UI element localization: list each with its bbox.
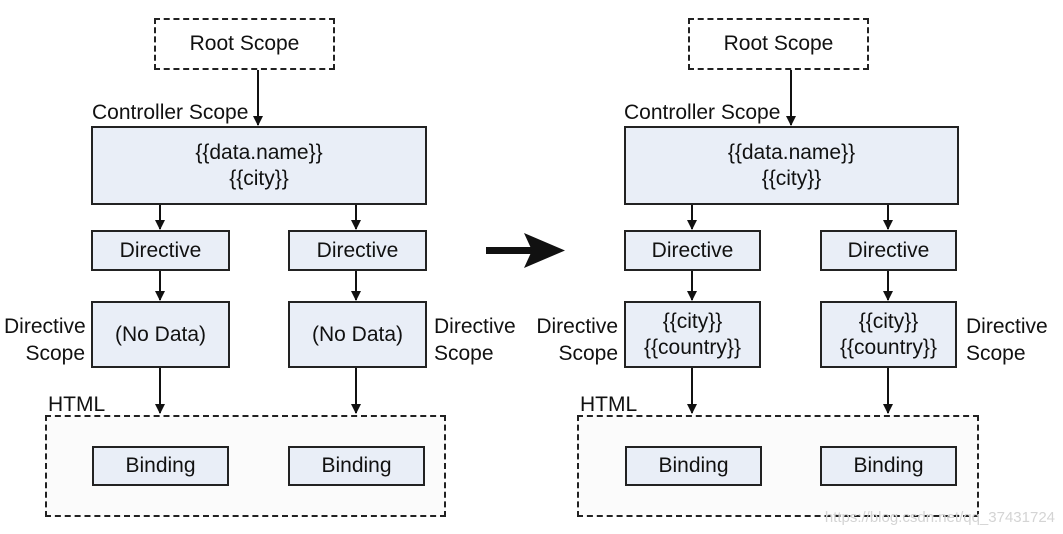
root-scope-label: Root Scope <box>189 32 300 55</box>
directive-scope-data: (No Data) <box>311 322 404 346</box>
transition-arrow <box>486 233 565 268</box>
directive-label: Directive <box>847 238 930 262</box>
root-scope-box: Root Scope <box>688 18 869 70</box>
directive-scope-box: (No Data) <box>91 301 230 368</box>
binding-label: Binding <box>853 454 924 477</box>
controller-scope-box: {{data.name}} {{city}} <box>624 126 959 205</box>
binding-label: Binding <box>321 454 392 477</box>
directive-box: Directive <box>91 230 230 271</box>
root-scope-label: Root Scope <box>723 32 834 55</box>
controller-scope-label: Controller Scope <box>92 101 249 124</box>
directive-scope-label: Directive Scope <box>966 315 1048 365</box>
controller-scope-box: {{data.name}} {{city}} <box>91 126 427 205</box>
html-label: HTML <box>580 393 638 416</box>
directive-scope-label: Directive Scope <box>434 315 516 365</box>
directive-box: Directive <box>288 230 427 271</box>
binding-box: Binding <box>92 446 229 486</box>
directive-scope-box: {{city}} {{country}} <box>820 301 957 368</box>
directive-scope-data: (No Data) <box>114 322 207 346</box>
controller-line: {{city}} <box>229 166 289 190</box>
html-label: HTML <box>48 393 106 416</box>
controller-scope-label: Controller Scope <box>624 101 781 124</box>
directive-box: Directive <box>624 230 761 271</box>
binding-label: Binding <box>658 454 729 477</box>
watermark-text: https://blog.csdn.net/qq_37431724 <box>824 509 1055 526</box>
directive-label: Directive <box>119 238 202 262</box>
directive-scope-box: (No Data) <box>288 301 427 368</box>
directive-scope-data: {{city}} <box>662 309 723 333</box>
directive-scope-label: Directive Scope <box>536 315 618 365</box>
directive-scope-data: {{country}} <box>840 335 937 359</box>
directive-label: Directive <box>316 238 399 262</box>
directive-box: Directive <box>820 230 957 271</box>
binding-box: Binding <box>820 446 957 486</box>
binding-box: Binding <box>625 446 762 486</box>
directive-scope-label: Directive Scope <box>4 315 86 365</box>
directive-scope-data: {{country}} <box>644 335 741 359</box>
binding-box: Binding <box>288 446 425 486</box>
directive-scope-data: {{city}} <box>858 309 919 333</box>
directive-scope-box: {{city}} {{country}} <box>624 301 761 368</box>
controller-line: {{data.name}} <box>195 140 323 164</box>
binding-label: Binding <box>125 454 196 477</box>
root-scope-box: Root Scope <box>154 18 335 70</box>
controller-line: {{city}} <box>761 166 822 190</box>
directive-label: Directive <box>651 238 734 262</box>
controller-line: {{data.name}} <box>727 140 856 164</box>
